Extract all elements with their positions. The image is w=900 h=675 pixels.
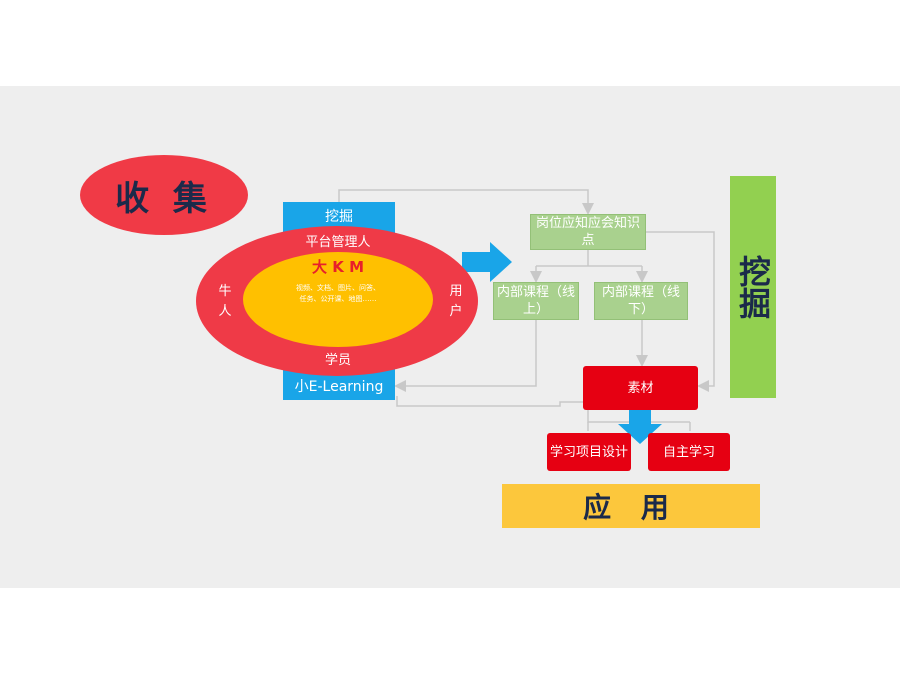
material-box: 素材 <box>583 366 698 410</box>
label-user: 用户 <box>449 284 463 319</box>
label-expert: 牛人 <box>218 284 232 319</box>
project-design-box: 学习项目设计 <box>547 433 631 471</box>
core-km-items: 视频、文档、图片、问答、 任务、公开课、地图…… <box>268 283 408 317</box>
core-km-oval <box>243 252 433 347</box>
course-online-box: 内部课程（线上） <box>493 282 579 320</box>
connector-online-back <box>394 320 537 392</box>
dig-box: 挖掘 <box>730 176 776 398</box>
label-platform-manager: 平台管理人 <box>305 234 371 250</box>
blue-panel-bottom-label: 小E-Learning <box>294 379 384 395</box>
blue-panel-top-label: 挖掘 <box>325 209 353 225</box>
core-km-title: 大 K M <box>312 257 364 276</box>
core-km-items-line2: 任务、公开课、地图…… <box>299 295 377 303</box>
self-study-box: 自主学习 <box>648 433 730 471</box>
blue-arrow-down <box>618 408 662 444</box>
label-learner: 学员 <box>324 352 351 368</box>
apply-box: 应 用 <box>502 484 760 528</box>
blue-arrow-right <box>462 242 512 282</box>
connector-material-back <box>396 396 583 407</box>
knowledge-points-box: 岗位应知应会知识点 <box>530 214 646 250</box>
collect-oval: 收 集 <box>80 155 248 235</box>
dig-label: 挖掘 <box>734 255 772 319</box>
course-offline-box: 内部课程（线下） <box>594 282 688 320</box>
connector-right <box>646 231 715 392</box>
core-km-items-line1: 视频、文档、图片、问答、 <box>296 284 380 292</box>
connector-top <box>338 189 594 215</box>
